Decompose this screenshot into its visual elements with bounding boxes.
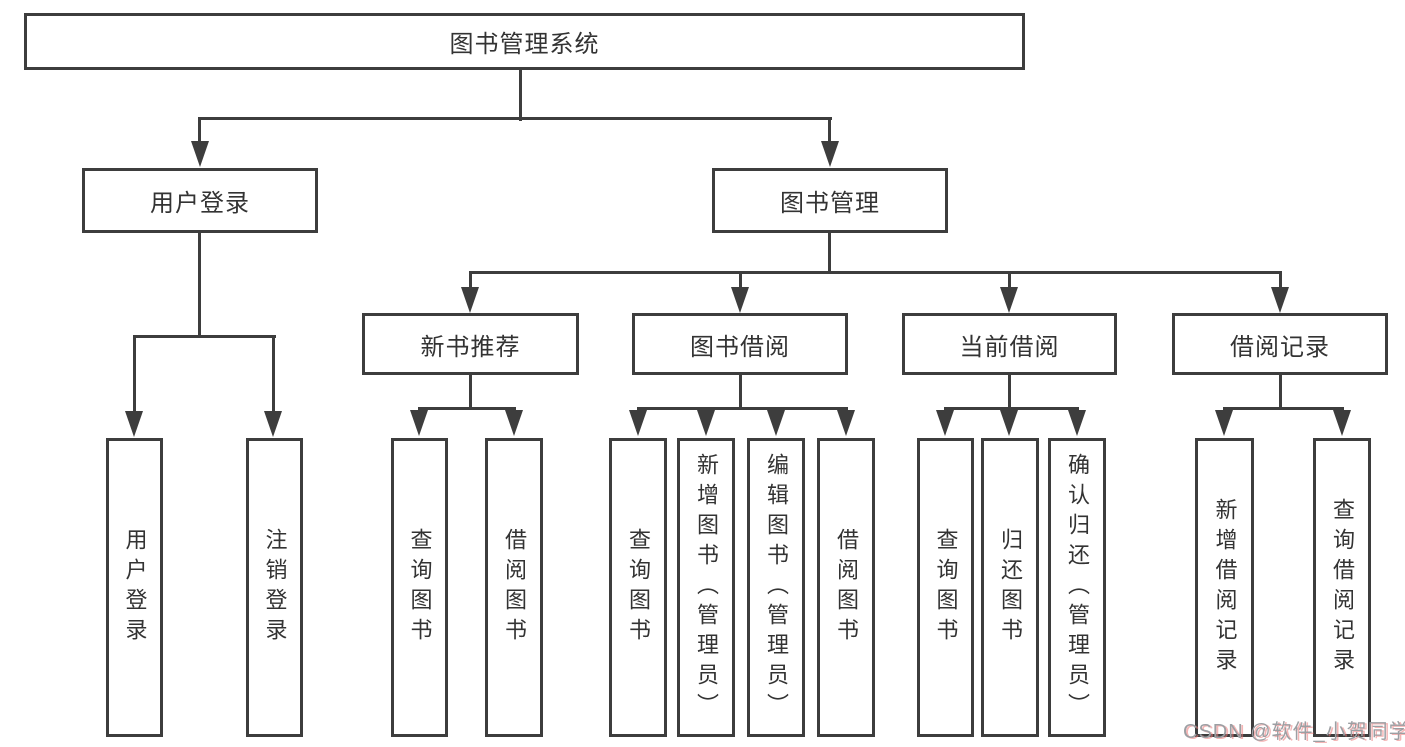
connector-root-horizontal	[198, 117, 832, 120]
node-label: 新增图书（管理员）	[694, 452, 719, 723]
leaf-return-books: 归还图书	[981, 438, 1039, 737]
arrow-down-icon	[1000, 287, 1018, 313]
leaf-query-books-borrowing: 查询图书	[609, 438, 667, 737]
connector-bookmgmt-horizontal	[469, 271, 1282, 274]
connector-root-vertical	[519, 70, 522, 121]
connector-newbook-vertical	[469, 375, 472, 409]
connector-stub-leaf-user-login	[133, 338, 136, 411]
connector-stub-book-management	[828, 120, 831, 142]
connector-stub-borrow-records	[1279, 274, 1282, 287]
arrow-down-icon	[1215, 410, 1233, 436]
node-label: 借阅图书	[834, 527, 859, 648]
node-label: 注销登录	[262, 527, 288, 648]
node-current-borrowing: 当前借阅	[902, 313, 1117, 375]
leaf-user-login: 用户登录	[106, 438, 163, 737]
node-label: 借阅记录	[1230, 333, 1330, 361]
node-label: 编辑图书（管理员）	[764, 452, 789, 723]
node-label: 用户登录	[122, 527, 148, 648]
node-label: 新书推荐	[420, 333, 521, 361]
arrow-down-icon	[731, 287, 749, 313]
connector-stub-new-book	[469, 274, 472, 287]
csdn-watermark: CSDN @软件_小贺同学	[1183, 721, 1405, 743]
arrow-down-icon	[125, 411, 143, 437]
arrow-down-icon	[821, 141, 839, 167]
connector-stub-user-login	[198, 120, 201, 142]
node-label: 新增借阅记录	[1212, 497, 1238, 678]
connector-stub-current-borrow	[1008, 274, 1011, 287]
node-book-management-system: 图书管理系统	[24, 13, 1025, 70]
node-user-login-branch: 用户登录	[82, 168, 318, 233]
arrow-down-icon	[936, 410, 954, 436]
leaf-query-books-recommend: 查询图书	[391, 438, 448, 737]
leaf-add-borrow-record: 新增借阅记录	[1195, 438, 1254, 737]
connector-bookborrow-vertical	[739, 375, 742, 409]
leaf-add-books-admin: 新增图书（管理员）	[677, 438, 735, 737]
leaf-borrow-books-borrowing: 借阅图书	[817, 438, 875, 737]
node-label: 确认归还（管理员）	[1065, 452, 1090, 723]
arrow-down-icon	[410, 410, 428, 436]
node-label: 图书借阅	[690, 333, 790, 361]
connector-currentborrow-vertical	[1008, 375, 1011, 409]
node-label: 查询图书	[933, 527, 959, 648]
leaf-query-borrow-record: 查询借阅记录	[1313, 438, 1371, 737]
connector-stub-leaf-logout	[272, 338, 275, 411]
connector-userlogin-vertical	[198, 233, 201, 337]
arrow-down-icon	[264, 411, 282, 437]
node-book-management: 图书管理	[712, 168, 948, 233]
arrow-down-icon	[1068, 410, 1086, 436]
arrow-down-icon	[191, 141, 209, 167]
arrow-down-icon	[629, 410, 647, 436]
connector-records-vertical	[1279, 375, 1282, 409]
node-book-borrowing: 图书借阅	[632, 313, 848, 375]
arrow-down-icon	[697, 410, 715, 436]
node-borrowing-records: 借阅记录	[1172, 313, 1388, 375]
connector-userlogin-horizontal	[133, 335, 276, 338]
node-label: 图书管理	[780, 190, 880, 217]
arrow-down-icon	[505, 410, 523, 436]
arrow-down-icon	[1333, 410, 1351, 436]
node-label: 当前借阅	[959, 333, 1060, 361]
node-label: 用户登录	[150, 190, 250, 217]
arrow-down-icon	[1271, 287, 1289, 313]
node-label: 归还图书	[998, 527, 1023, 648]
arrow-down-icon	[1000, 410, 1018, 436]
leaf-edit-books-admin: 编辑图书（管理员）	[747, 438, 805, 737]
node-label: 查询图书	[407, 527, 433, 648]
connector-currentborrow-horizontal	[944, 407, 1079, 410]
arrow-down-icon	[767, 410, 785, 436]
node-label: 图书管理系统	[449, 31, 600, 58]
leaf-query-books-current: 查询图书	[917, 438, 974, 737]
connector-bookborrow-horizontal	[637, 407, 848, 410]
connector-records-horizontal	[1223, 407, 1344, 410]
arrow-down-icon	[461, 287, 479, 313]
leaf-confirm-return-admin: 确认归还（管理员）	[1048, 438, 1106, 737]
leaf-logout: 注销登录	[246, 438, 303, 737]
node-label: 查询图书	[626, 527, 651, 648]
connector-bookmgmt-vertical	[828, 233, 831, 273]
node-label: 借阅图书	[502, 527, 527, 648]
connector-newbook-horizontal	[418, 407, 516, 410]
node-new-book-recommend: 新书推荐	[362, 313, 579, 375]
arrow-down-icon	[837, 410, 855, 436]
node-label: 查询借阅记录	[1330, 497, 1355, 678]
leaf-borrow-books-recommend: 借阅图书	[485, 438, 543, 737]
connector-stub-book-borrow	[739, 274, 742, 287]
